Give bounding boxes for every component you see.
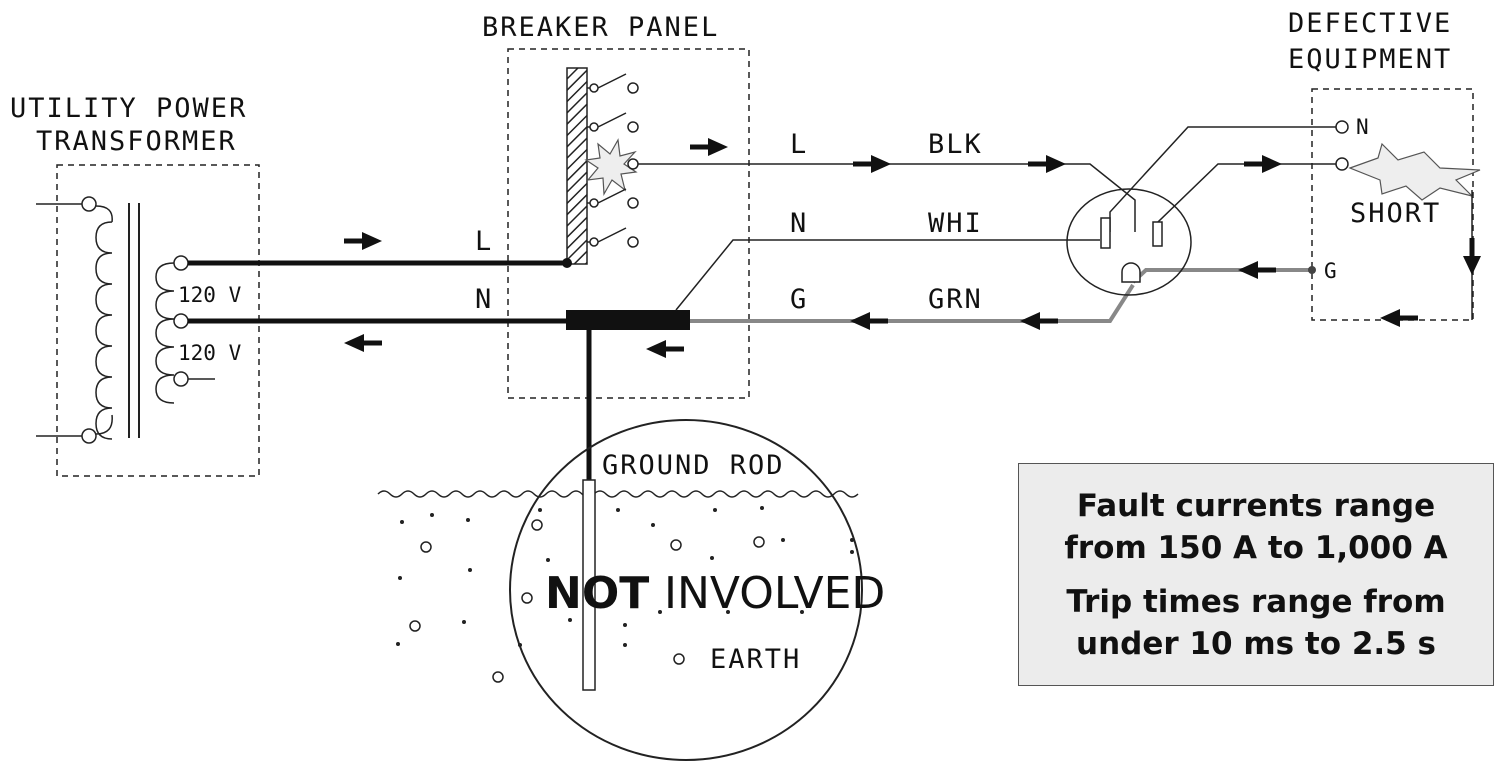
voltage-label-upper: 120 V [178, 283, 242, 307]
neutral-wire-whi [675, 239, 1100, 311]
breaker-5 [587, 227, 639, 248]
secondary-terminal-top [173, 255, 189, 271]
equipment-title-1: DEFECTIVE [1288, 8, 1452, 39]
not-label: NOT [545, 568, 649, 619]
wire-label-grn: GRN [928, 284, 983, 315]
arrow-right [853, 155, 891, 173]
wire-label-blk: BLK [928, 129, 983, 160]
voltage-label-lower: 120 V [178, 341, 242, 365]
equipment-label-g: G [1324, 259, 1337, 283]
involved-label: INVOLVED [664, 568, 885, 619]
transformer-title-2: TRANSFORMER [36, 126, 237, 157]
arrow-left [1238, 261, 1276, 279]
soil-particles [396, 506, 854, 647]
short-label: SHORT [1350, 198, 1441, 229]
equipment-label-n: N [1356, 115, 1369, 139]
ground-rod-label: GROUND ROD [602, 450, 785, 481]
line-label-left: L [475, 226, 493, 257]
fault-currents-text: Fault currents range from 150 A to 1,000… [1064, 487, 1448, 566]
neutral-label-panel: N [790, 208, 808, 239]
arrow-right [690, 138, 728, 156]
equipment-terminal-n [1335, 120, 1349, 134]
equipment-box [1311, 88, 1474, 321]
earth-surface [377, 490, 859, 498]
equipment-title-2: EQUIPMENT [1288, 44, 1452, 75]
ground-wire-grn [690, 283, 1135, 323]
equipment-terminal-hot [1335, 157, 1349, 171]
equipment-terminal-g [1308, 266, 1316, 274]
neutral-ground-bar [566, 310, 690, 330]
neutral-label-left: N [475, 284, 493, 315]
arrow-right [1028, 155, 1066, 173]
primary-terminal-bottom [81, 428, 97, 444]
ground-label-panel: G [790, 284, 808, 315]
bus-bar [566, 67, 588, 265]
earth-label: EARTH [710, 644, 801, 675]
trip-times-text: Trip times range from under 10 ms to 2.5… [1066, 583, 1446, 662]
breaker-1 [587, 73, 639, 94]
secondary-terminal-bottom [173, 371, 189, 387]
arrow-left [344, 334, 382, 352]
hot-to-equipment [1157, 163, 1336, 232]
ground-rod [582, 479, 596, 691]
receptacle-outline [1066, 188, 1192, 296]
current-arrows [344, 138, 1481, 358]
secondary-terminal-middle [173, 313, 189, 329]
primary-coil [95, 205, 113, 440]
receptacle-ground-hole [1121, 262, 1141, 283]
breaker-2 [587, 112, 639, 133]
short-spark [1348, 142, 1481, 201]
equipment-ground-wire [1131, 268, 1312, 284]
line-wire-blk [638, 163, 1136, 232]
breaker-4 [587, 188, 639, 209]
breaker-panel-title: BREAKER PANEL [482, 12, 719, 43]
arrow-left [1020, 312, 1058, 330]
wire-label-whi: WHI [928, 208, 983, 239]
magnifier-circle [509, 419, 863, 761]
arrow-left [646, 340, 684, 358]
arrow-down [1463, 238, 1481, 275]
breaker-panel-box [507, 48, 750, 399]
primary-terminal-top [81, 196, 97, 212]
transformer-title-1: UTILITY POWER [10, 93, 247, 124]
secondary-coil [155, 262, 175, 404]
arrow-left [850, 312, 888, 330]
receptacle-slot-hot [1152, 221, 1163, 247]
line-label-panel: L [790, 129, 808, 160]
soil-pebbles [409, 519, 765, 683]
arrow-left [1380, 309, 1418, 327]
arrow-right [1244, 155, 1282, 173]
arrow-right [344, 232, 382, 250]
neutral-to-equipment [1109, 126, 1336, 232]
receptacle-slot-neutral [1100, 217, 1111, 249]
breaker-tripped [584, 138, 639, 197]
fault-info-box: Fault currents range from 150 A to 1,000… [1018, 463, 1494, 686]
